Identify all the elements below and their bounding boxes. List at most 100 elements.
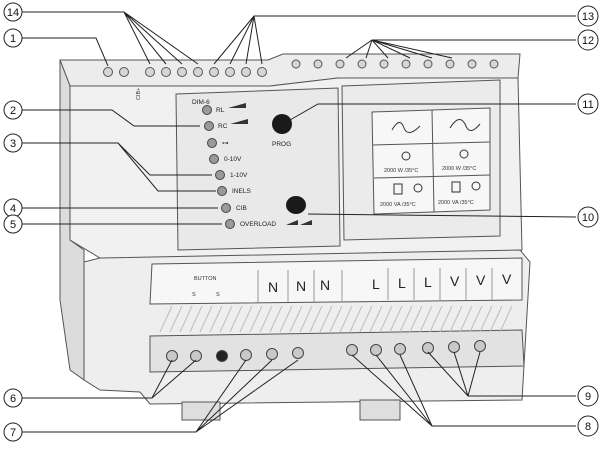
rating-top-right: 2000 W /35°C — [442, 166, 476, 172]
terminal-screw — [103, 67, 113, 77]
trailing-edge-waveform-icon — [449, 119, 481, 131]
terminal-label: N — [268, 279, 278, 295]
terminal-screw — [193, 67, 203, 77]
terminal-screw — [379, 59, 389, 69]
callout-2: 2 — [3, 100, 23, 120]
terminal-screw — [448, 341, 460, 353]
callout-3: 3 — [3, 133, 23, 153]
terminal-screw — [241, 67, 251, 77]
ventilation-ribs — [159, 305, 513, 333]
terminal-screw — [313, 59, 323, 69]
svg-text:12: 12 — [582, 35, 594, 47]
terminal-label: V — [450, 273, 460, 289]
terminal-label: L — [372, 276, 380, 292]
callout-4: 4 — [3, 198, 23, 218]
callout-9: 9 — [577, 385, 599, 407]
svg-text:9: 9 — [585, 391, 591, 403]
terminal-screw — [335, 59, 345, 69]
led-cib — [221, 203, 231, 213]
led-0-10v — [209, 154, 219, 164]
terminal-screw — [489, 59, 499, 69]
direction-arrows-icon — [286, 220, 312, 225]
rating-bottom-right: 2000 VA /35°C — [438, 200, 474, 206]
terminal-screw — [370, 344, 382, 356]
key-icon: ⊶ — [222, 140, 229, 147]
callout-14: 14 — [3, 2, 23, 22]
terminal-label: L — [424, 274, 432, 290]
lamp-icon — [413, 183, 423, 193]
load-table — [371, 107, 491, 215]
svg-text:2: 2 — [10, 105, 16, 117]
led-panel: DIM-6 RL RC ⊶ 0-10V 1-10V INELS CIB OVER… — [192, 99, 276, 229]
terminal-screw-empty — [216, 350, 228, 362]
button-block-label: BUTTON — [194, 276, 217, 282]
terminal-screw — [401, 59, 411, 69]
callout-12: 12 — [577, 29, 599, 51]
svg-text:14: 14 — [7, 7, 19, 19]
direction-button[interactable] — [286, 196, 306, 214]
svg-text:7: 7 — [10, 427, 16, 439]
rating-bottom-left: 2000 VA /35°C — [380, 202, 416, 208]
lamp-icon — [471, 181, 481, 191]
terminal-screw — [209, 67, 219, 77]
terminal-label: L — [398, 275, 406, 291]
rating-top-left: 2000 W /35°C — [384, 168, 418, 174]
terminal-screw — [423, 59, 433, 69]
svg-text:6: 6 — [10, 393, 16, 405]
terminal-label: V — [502, 271, 512, 287]
led-unlabeled — [207, 138, 217, 148]
ramp-icon — [228, 103, 246, 108]
terminal-screw — [145, 67, 155, 77]
terminal-screw — [291, 59, 301, 69]
callout-13: 13 — [577, 5, 599, 27]
svg-text:5: 5 — [10, 219, 16, 231]
terminal-label: N — [296, 278, 306, 294]
terminal-screw — [422, 342, 434, 354]
bulb-icon — [459, 149, 469, 159]
callout-1: 1 — [3, 28, 23, 48]
led-overload — [225, 219, 235, 229]
bottom-left-terminals — [166, 347, 304, 362]
callout-11: 11 — [577, 93, 599, 115]
terminal-screw — [357, 59, 367, 69]
led-label-overload: OVERLOAD — [240, 221, 276, 228]
leader-lines — [22, 11, 577, 433]
prog-label: PROG — [272, 141, 291, 148]
bulb-icon — [401, 151, 411, 161]
terminal-screw — [161, 67, 171, 77]
transformer-icon — [393, 183, 403, 195]
terminal-label: V — [476, 272, 486, 288]
led-rl — [202, 105, 212, 115]
transformer-icon — [451, 181, 461, 193]
terminal-screw — [257, 67, 267, 77]
terminal-screw — [266, 348, 278, 360]
svg-text:10: 10 — [582, 212, 594, 224]
ramp-icon — [230, 119, 248, 124]
led-label-rl: RL — [216, 107, 225, 114]
model-label: DIM-6 — [192, 99, 210, 106]
callout-7: 7 — [3, 422, 23, 442]
prog-button[interactable] — [272, 114, 292, 134]
svg-text:1: 1 — [10, 33, 16, 45]
top-right-terminals — [291, 59, 499, 69]
callout-10: 10 — [577, 206, 599, 228]
callout-5: 5 — [3, 214, 23, 234]
cib-plus-label: CIB+ — [136, 88, 142, 100]
led-label-rc: RC — [218, 123, 228, 130]
bottom-right-terminals — [346, 340, 486, 356]
top-left-terminals — [103, 67, 267, 77]
svg-text:11: 11 — [582, 99, 593, 111]
terminal-screw — [467, 59, 477, 69]
leading-edge-waveform-icon — [391, 122, 421, 133]
led-rc — [204, 121, 214, 131]
terminal-screw — [474, 340, 486, 352]
button-terminal-label: S — [192, 292, 196, 298]
svg-text:8: 8 — [585, 421, 591, 433]
terminal-screw — [119, 67, 129, 77]
svg-text:3: 3 — [10, 138, 16, 150]
terminal-label: N — [320, 277, 330, 293]
terminal-screw — [346, 344, 358, 356]
callout-6: 6 — [3, 388, 23, 408]
